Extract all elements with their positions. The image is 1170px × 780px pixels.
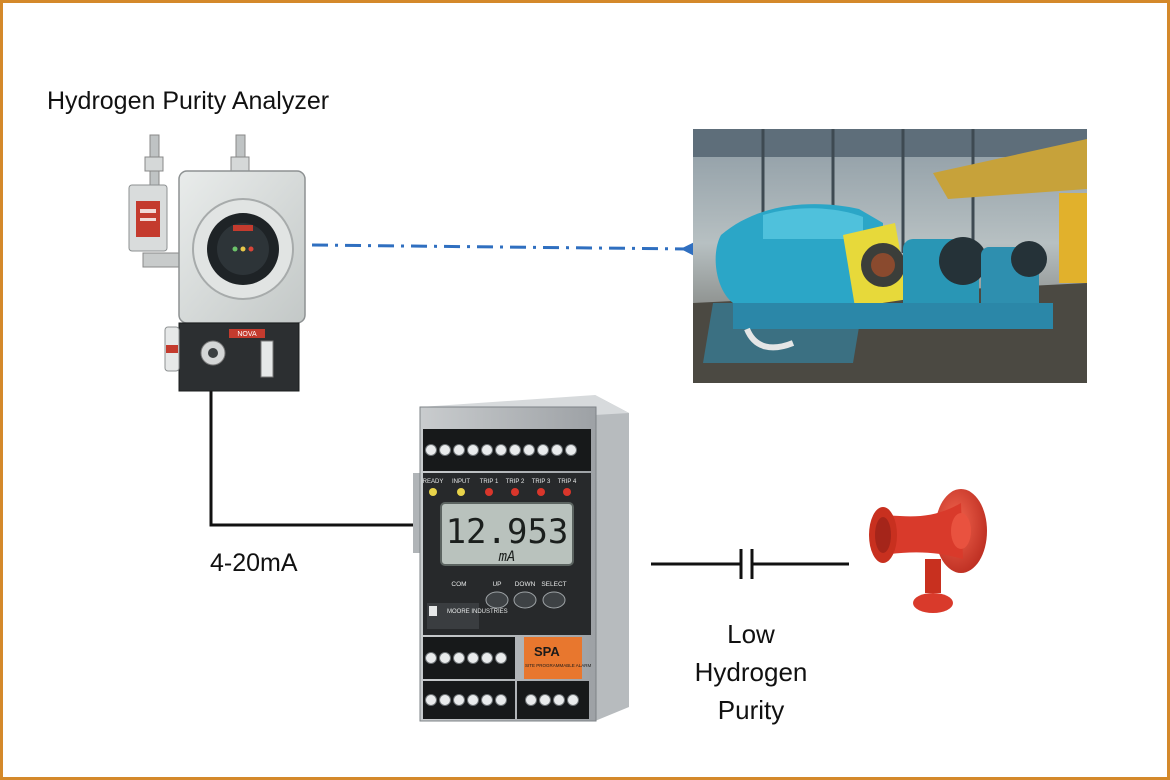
terminal-screw: [565, 444, 577, 456]
indicator-label: TRIP 3: [532, 479, 551, 485]
relay-contact-wire: [651, 549, 849, 579]
terminal-screw: [453, 652, 465, 664]
terminal-screw: [467, 694, 479, 706]
analyzer-brand: NOVA: [237, 331, 257, 338]
alarm-label: Low Hydrogen Purity: [694, 619, 808, 725]
terminal-screw: [425, 694, 437, 706]
indicator-led: [457, 488, 465, 496]
indicator-label: INPUT: [452, 479, 470, 485]
module-brand: MOORE INDUSTRIES: [447, 609, 508, 615]
feedback-arrow: [310, 238, 702, 260]
terminal-screw: [551, 444, 563, 456]
terminal-screw: [495, 694, 507, 706]
terminal-screw: [553, 694, 565, 706]
terminal-screw: [509, 444, 521, 456]
terminal-screw: [439, 694, 451, 706]
model-badge: SPA: [534, 644, 560, 659]
button-label: COM: [451, 581, 466, 588]
terminal-screw: [539, 694, 551, 706]
terminal-screw: [495, 444, 507, 456]
indicator-label: TRIP 1: [480, 479, 499, 485]
terminal-screws: [425, 444, 579, 706]
terminal-screw: [453, 694, 465, 706]
module-button: [485, 591, 509, 609]
indicator-label: TRIP 2: [506, 479, 525, 485]
indicator-leds: READY INPUT TRIP 1 TRIP 2 TRIP 3 TRIP 4: [423, 479, 577, 496]
button-label: UP: [492, 581, 501, 588]
lcd-value: 12.953: [446, 512, 569, 552]
terminal-screw: [525, 694, 537, 706]
alarm-horn-icon: [869, 489, 987, 613]
diagram-graphics: NOVA: [128, 129, 1087, 722]
module-button: [513, 591, 537, 609]
module-button: [542, 591, 566, 609]
model-badge-text: SITE PROGRAMMABLE ALARM: [525, 663, 592, 668]
alarm-module-icon: SPA: [413, 395, 629, 722]
analyzer-title: Hydrogen Purity Analyzer: [47, 87, 330, 115]
terminal-screw: [439, 652, 451, 664]
terminal-screw: [481, 444, 493, 456]
turbine-photo: [693, 129, 1087, 383]
terminal-screw: [439, 444, 451, 456]
analyzer-device-icon: NOVA: [128, 134, 306, 392]
indicator-led: [485, 488, 493, 496]
button-label: DOWN: [515, 581, 536, 588]
button-label: SELECT: [541, 581, 566, 588]
indicator-led: [429, 488, 437, 496]
terminal-screw: [467, 652, 479, 664]
terminal-screw: [425, 444, 437, 456]
lcd-unit: mA: [498, 549, 516, 565]
terminal-screw: [567, 694, 579, 706]
terminal-screw: [495, 652, 507, 664]
indicator-label: READY: [423, 479, 444, 485]
signal-wire: [209, 389, 413, 527]
front-buttons: COM UP DOWN SELECT: [451, 581, 567, 609]
terminal-screw: [523, 444, 535, 456]
terminal-screw: [425, 652, 437, 664]
indicator-led: [537, 488, 545, 496]
terminal-screw: [481, 652, 493, 664]
terminal-screw: [537, 444, 549, 456]
signal-label: 4-20mA: [210, 549, 298, 577]
terminal-screw: [467, 444, 479, 456]
terminal-screw: [481, 694, 493, 706]
indicator-led: [563, 488, 571, 496]
indicator-label: TRIP 4: [558, 479, 577, 485]
terminal-screw: [453, 444, 465, 456]
indicator-led: [511, 488, 519, 496]
alarm-module-details: 12.953 mA MOORE INDUSTRIES SITE PROGRAMM…: [423, 444, 592, 706]
